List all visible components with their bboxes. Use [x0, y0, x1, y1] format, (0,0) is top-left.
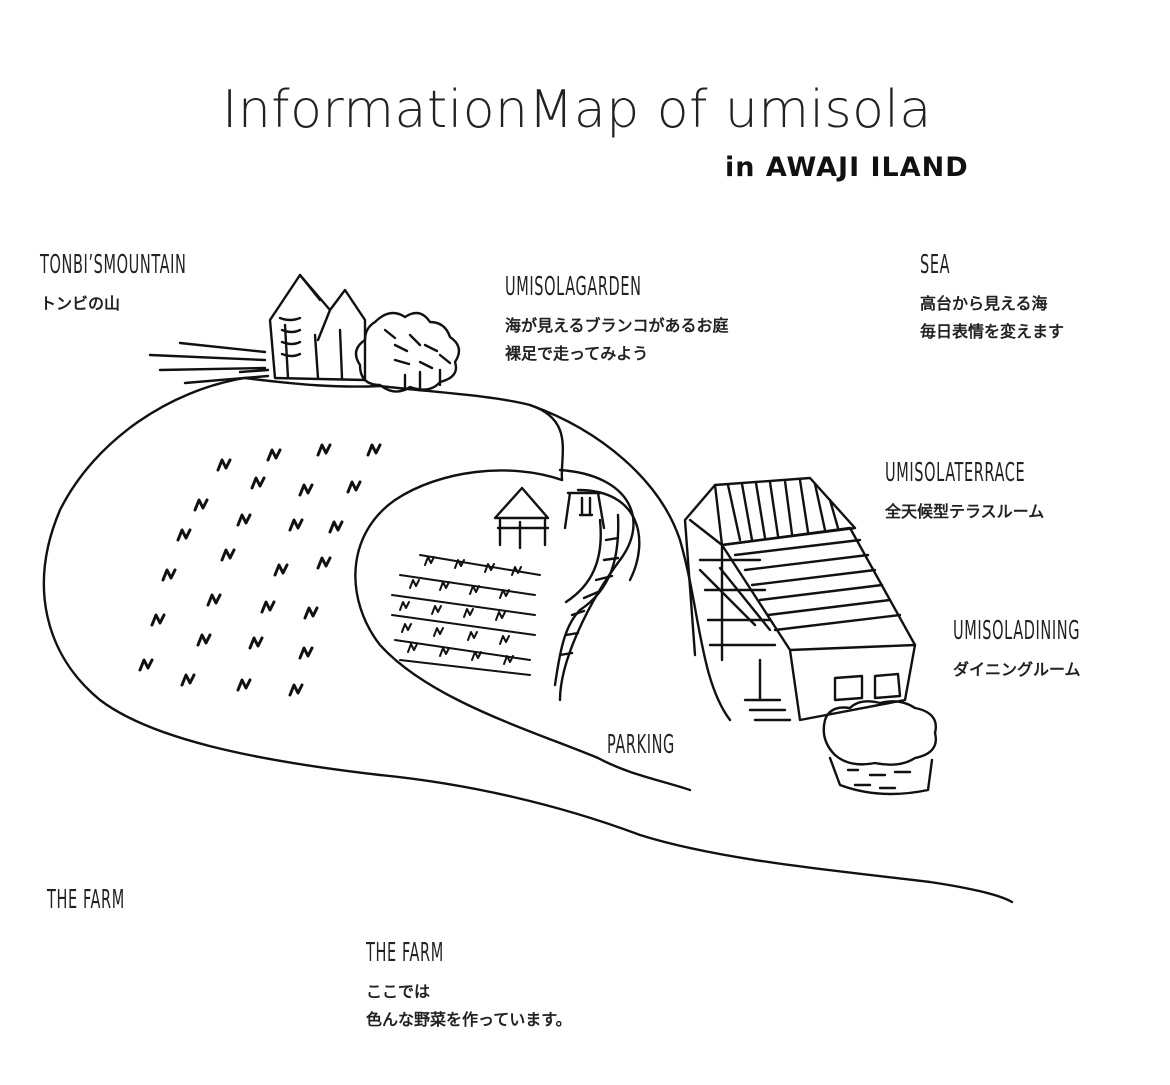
garden-swing: [563, 491, 606, 530]
label-sea-name: SEA: [920, 250, 951, 280]
label-dining-name: UMISOLADINING: [953, 616, 1081, 646]
label-garden-desc-2: 裸足で走ってみよう: [505, 344, 649, 363]
crops-left: [138, 443, 382, 697]
road-right: [528, 403, 732, 722]
page-subtitle: in AWAJI ILAND: [725, 152, 969, 183]
label-mountain-name: TONBI’SMOUNTAIN: [40, 250, 187, 280]
label-garden-name: UMISOLAGARDEN: [505, 272, 642, 302]
mountain-house: [148, 273, 367, 385]
label-mountain-desc: トンビの山: [40, 294, 121, 313]
label-farm-desc-2: 色んな野菜を作っています。: [366, 1010, 572, 1029]
garden-rows: [391, 554, 541, 676]
garden-wall: [553, 513, 620, 687]
mountain-trees: [354, 311, 461, 393]
label-parking: PARKING: [607, 730, 675, 760]
road-lower: [596, 756, 692, 792]
garden-slope: [558, 468, 635, 702]
label-terrace-desc: 全天候型テラスルーム: [885, 502, 1045, 521]
garden-inner-road: [576, 488, 641, 582]
page-title: InformationMap of umisola: [222, 80, 932, 140]
label-sea-desc-1: 高台から見える海: [920, 294, 1048, 313]
label-farm-name: THE FARM: [366, 938, 444, 968]
label-farm-desc-1: ここでは: [366, 982, 431, 1001]
dining-shrub: [822, 700, 937, 796]
path-inner: [354, 469, 600, 760]
mountain-ridge: [243, 376, 382, 388]
hill-outline: [42, 376, 1014, 904]
garden-gazebo: [493, 486, 550, 550]
dining-building: [720, 526, 917, 722]
label-terrace-name: UMISOLATERRACE: [885, 458, 1026, 488]
path-outer: [378, 384, 565, 482]
label-dining-desc: ダイニングルーム: [953, 660, 1081, 679]
label-farm-left: THE FARM: [47, 885, 125, 915]
label-garden-desc-1: 海が見えるブランコがあるお庭: [505, 316, 729, 335]
terrace-building: [683, 476, 857, 662]
label-sea-desc-2: 毎日表情を変えます: [920, 322, 1065, 341]
